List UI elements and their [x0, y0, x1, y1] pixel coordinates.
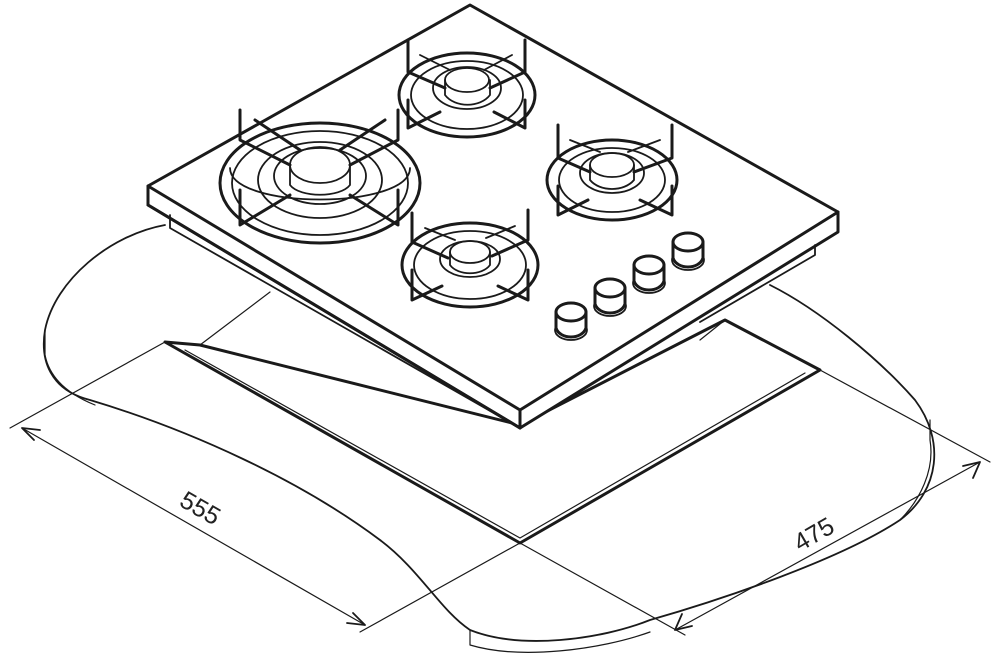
knob-1[interactable] [554, 301, 588, 341]
hob-glass-top [146, 3, 840, 430]
burner-left-large [218, 108, 422, 245]
dimension-depth-label: 475 [789, 512, 839, 557]
countertop [42, 224, 936, 653]
knob-2[interactable] [593, 277, 627, 317]
burner-back-center [397, 38, 537, 139]
dimension-width: 555 [9, 341, 521, 633]
dimension-width-label: 555 [175, 486, 225, 531]
knob-3[interactable] [632, 254, 666, 294]
burner-right [545, 123, 679, 222]
knob-4[interactable] [671, 231, 705, 271]
burner-front-center [400, 208, 540, 309]
control-knobs [554, 231, 705, 341]
